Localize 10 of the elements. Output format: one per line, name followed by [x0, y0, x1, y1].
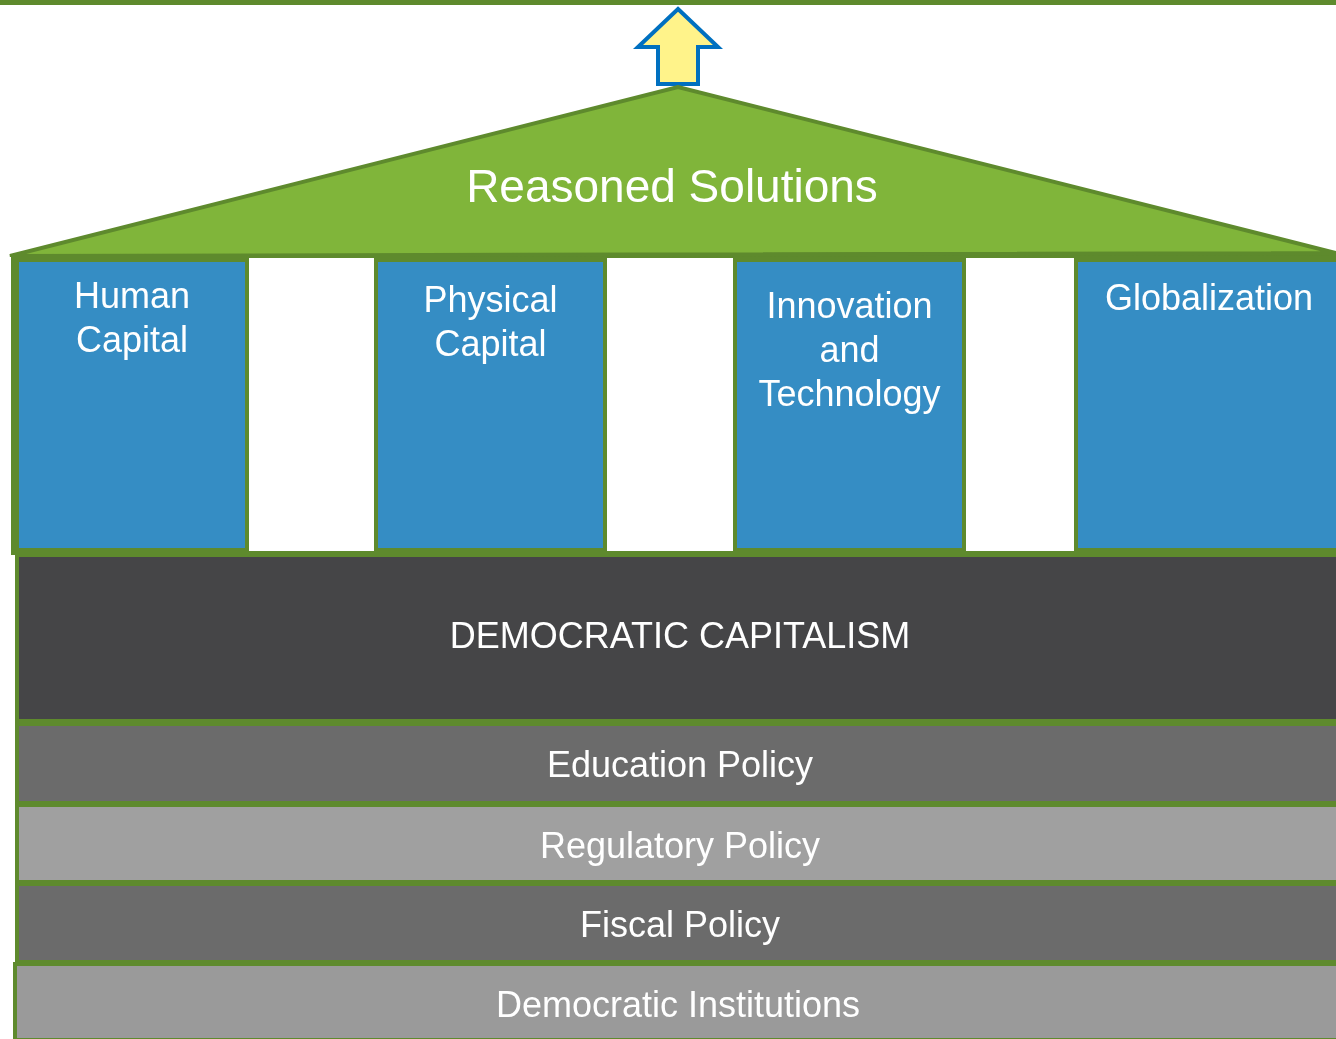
- foundation-band: DEMOCRATIC CAPITALISM: [15, 553, 1336, 723]
- pillar: Innovation and Technology: [733, 258, 966, 552]
- pillar: Human Capital: [15, 258, 249, 552]
- pillar: Physical Capital: [374, 258, 607, 552]
- policy-layer: Democratic Institutions: [13, 962, 1336, 1039]
- pillar: Globalization: [1074, 258, 1336, 552]
- roof-label: Reasoned Solutions: [465, 159, 879, 213]
- policy-layer: Regulatory Policy: [15, 803, 1336, 884]
- policy-layer: Education Policy: [15, 722, 1336, 805]
- policy-layer: Fiscal Policy: [15, 882, 1336, 964]
